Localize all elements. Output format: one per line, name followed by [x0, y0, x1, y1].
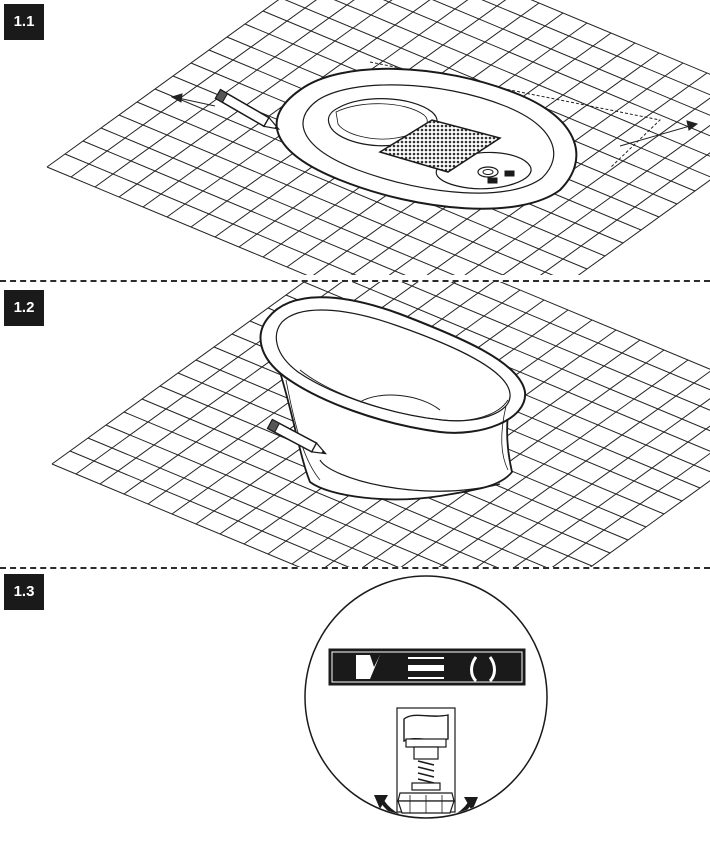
grid-line [502, 124, 710, 275]
rotate-arrow-icon [464, 797, 478, 811]
drain-grate-icon [378, 119, 502, 173]
arrow-icon [170, 93, 216, 107]
grid-line [551, 452, 710, 567]
arrow-icon [619, 120, 699, 147]
pencil-icon [214, 88, 281, 130]
pencil-icon [266, 418, 328, 455]
step-badge-1-3: 1.3 [4, 574, 44, 610]
grid-line [539, 152, 710, 275]
detail-circle [304, 575, 548, 819]
grid-line [476, 398, 710, 567]
grid-line [514, 425, 710, 567]
waste-outlet-icon [477, 166, 515, 184]
rotate-arrow-icon [374, 795, 388, 809]
grid-line [100, 127, 456, 275]
grid-line [105, 424, 449, 567]
section-divider [0, 567, 710, 569]
grid-line [64, 153, 357, 275]
grid-line [69, 450, 350, 567]
grid-line [51, 463, 301, 567]
grid-line [577, 179, 710, 275]
leveling-detail-figure [304, 575, 548, 819]
grid-line [46, 166, 308, 275]
adjustable-foot [396, 707, 456, 814]
rotate-arrow-icon [380, 799, 472, 817]
placement-outline [369, 61, 662, 169]
step-badge-1-2: 1.2 [4, 290, 44, 326]
grid-line [589, 480, 710, 567]
section-divider [0, 280, 710, 282]
grid-line [464, 97, 710, 275]
bathtub [259, 296, 527, 501]
spirit-level-icon [328, 648, 526, 686]
tub-placement-figure [51, 282, 710, 567]
grid-line [82, 140, 406, 275]
step-badge-1-1: 1.1 [4, 4, 44, 40]
grid-line [87, 437, 399, 567]
marking-outline-figure [46, 0, 710, 275]
